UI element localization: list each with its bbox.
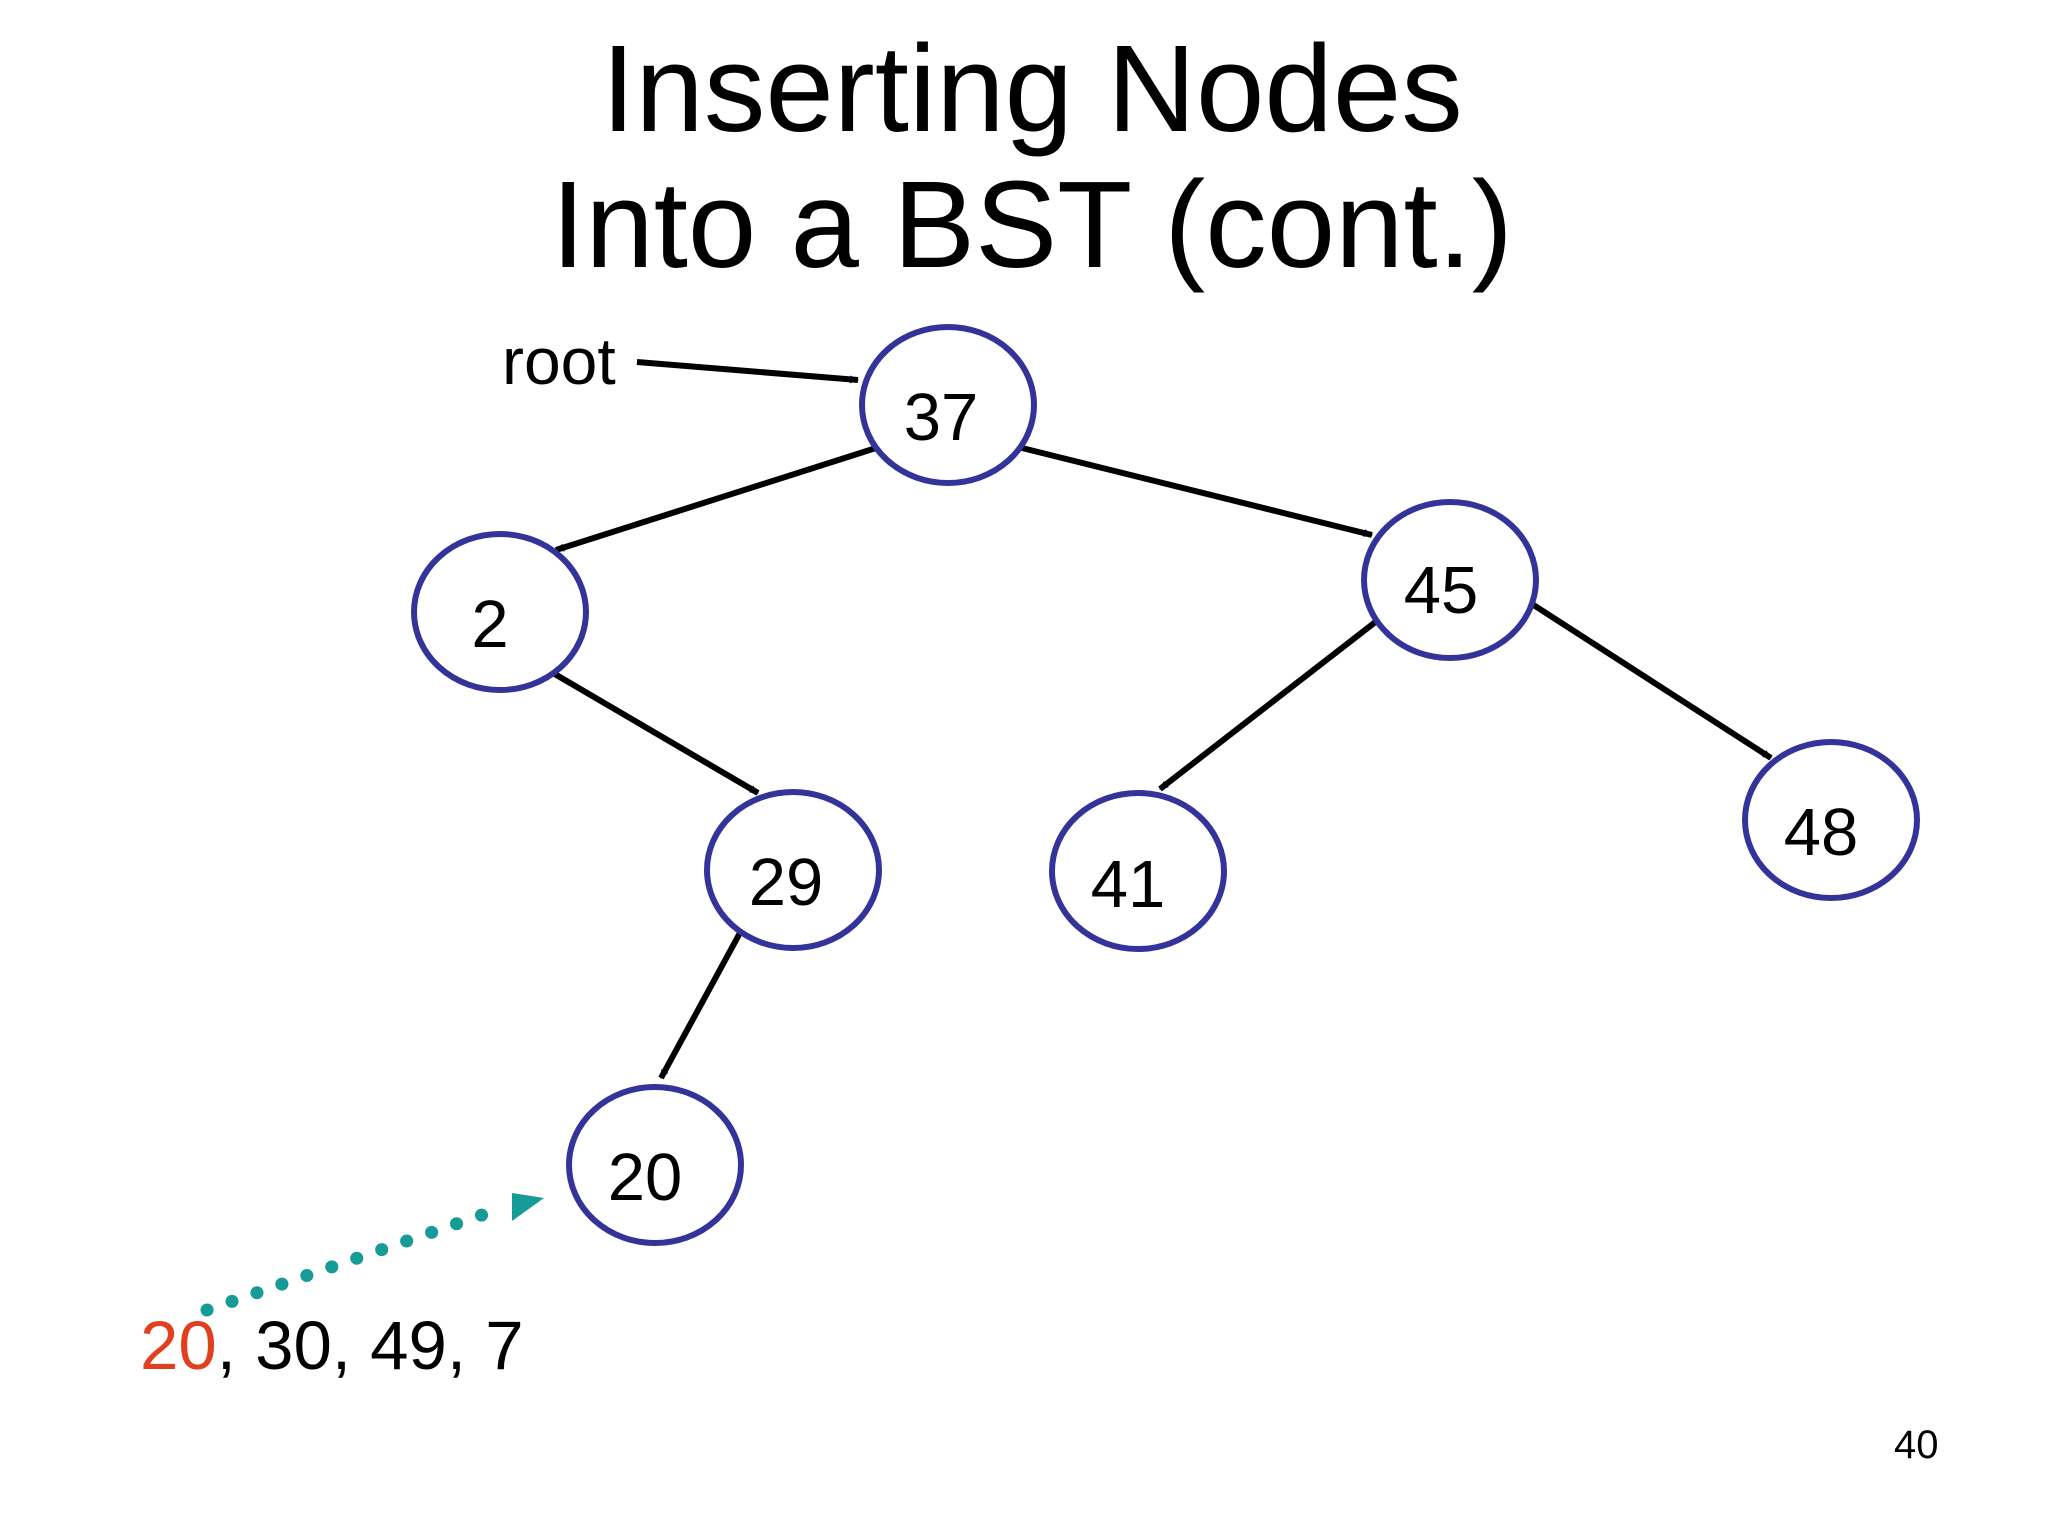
root-label: root bbox=[502, 324, 616, 398]
edge-37-2 bbox=[555, 445, 877, 553]
insert-arrow-head bbox=[512, 1193, 544, 1221]
bst-node: 20 bbox=[566, 1084, 744, 1246]
title-line-2: Into a BST (cont.) bbox=[551, 157, 1513, 294]
node-circle bbox=[1049, 790, 1227, 952]
node-value: 45 bbox=[1404, 553, 1479, 628]
node-value: 37 bbox=[904, 380, 979, 455]
sequence-current-value: 20 bbox=[140, 1307, 217, 1384]
node-circle bbox=[566, 1084, 744, 1246]
bst-node: 2 bbox=[411, 531, 589, 693]
bst-node: 37 bbox=[859, 324, 1037, 486]
bst-node: 29 bbox=[704, 789, 882, 951]
node-value: 20 bbox=[608, 1140, 683, 1215]
node-circle bbox=[704, 789, 882, 951]
node-value: 29 bbox=[749, 845, 824, 920]
root-pointer-arrow bbox=[636, 359, 859, 384]
edge-45-48 bbox=[1530, 601, 1773, 761]
node-circle bbox=[411, 531, 589, 693]
slide-title: Inserting Nodes Into a BST (cont.) bbox=[0, 22, 2048, 294]
insert-arrow bbox=[200, 1193, 544, 1317]
title-line-1: Inserting Nodes bbox=[601, 21, 1463, 158]
node-circle bbox=[1361, 499, 1539, 661]
tree-edges bbox=[551, 445, 1773, 1080]
node-value: 2 bbox=[471, 587, 508, 662]
bst-node: 41 bbox=[1049, 790, 1227, 952]
edge-37-45 bbox=[1021, 445, 1373, 538]
bst-node: 48 bbox=[1742, 739, 1920, 901]
node-value: 41 bbox=[1091, 847, 1166, 922]
edge-29-20 bbox=[658, 929, 744, 1080]
insert-sequence: 20, 30, 49, 7 bbox=[140, 1306, 524, 1386]
edge-2-29 bbox=[551, 670, 760, 796]
edge-45-41 bbox=[1158, 617, 1380, 792]
page-number: 40 bbox=[1894, 1423, 1939, 1467]
insert-arrow-dots bbox=[200, 1200, 512, 1317]
bst-node: 45 bbox=[1361, 499, 1539, 661]
node-circle bbox=[1742, 739, 1920, 901]
node-value: 48 bbox=[1784, 795, 1859, 870]
sequence-remaining-values: , 30, 49, 7 bbox=[216, 1307, 524, 1384]
node-circle bbox=[859, 324, 1037, 486]
